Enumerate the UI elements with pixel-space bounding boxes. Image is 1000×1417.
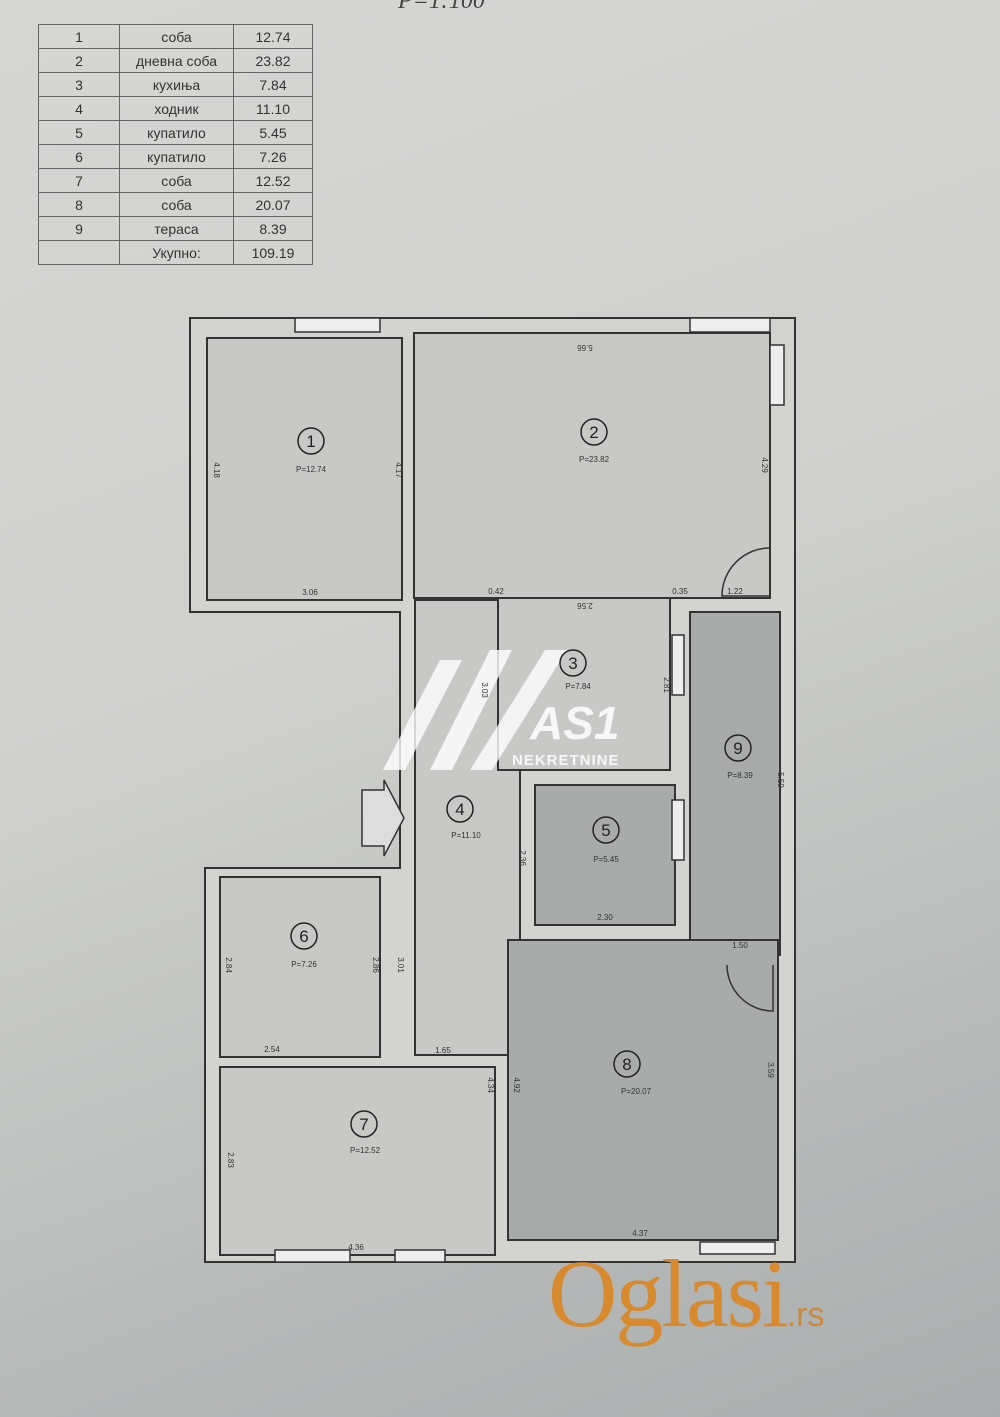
dimension-label: 3.03 [480, 682, 489, 698]
window [671, 799, 685, 861]
watermark-logo-mark [383, 650, 567, 770]
room-number: 6 [299, 927, 308, 946]
dimension-label: 0.42 [488, 587, 504, 596]
door-swing [726, 964, 774, 1012]
dimension-label: 5.59 [776, 772, 785, 788]
room-2 [413, 332, 771, 599]
room-area-label: P=7.84 [565, 682, 591, 691]
dimension-label: 3.06 [302, 588, 318, 597]
dimension-label: 2.81 [662, 677, 671, 693]
room-number: 1 [306, 432, 315, 451]
window [394, 1249, 446, 1263]
logo-tld: .rs [786, 1296, 825, 1334]
scale-label: P=1:100 [398, 0, 485, 14]
dimension-label: 0.35 [672, 587, 688, 596]
dimension-label: 4.17 [394, 462, 403, 478]
room-number-circle [290, 922, 318, 950]
room-number: 3 [568, 654, 577, 673]
dimension-label: 2.36 [518, 850, 527, 866]
dimension-label: 1.65 [435, 1046, 451, 1055]
door-swing [721, 547, 771, 597]
room-number-circle [559, 649, 587, 677]
room-area-label: P=7.26 [291, 960, 317, 969]
dimension-label: 4.29 [760, 457, 769, 473]
room-number: 8 [622, 1055, 631, 1074]
room-number-circle [613, 1050, 641, 1078]
oglasi-logo: Oglasi.rs [548, 1246, 824, 1342]
dimension-label: 3.01 [396, 957, 405, 973]
room-area-label: P=23.82 [579, 455, 610, 464]
dimension-label: 2.54 [264, 1045, 280, 1054]
room-9 [689, 611, 781, 956]
room-number: 2 [589, 423, 598, 442]
room-area-label: P=12.52 [350, 1146, 381, 1155]
dimension-label: 1.22 [727, 587, 743, 596]
entrance-arrow-icon [361, 779, 405, 857]
room-number-circle [446, 795, 474, 823]
window [699, 1241, 776, 1255]
dimension-label: 2.56 [577, 601, 593, 610]
dimension-label: 2.84 [224, 957, 233, 973]
dimension-label: 4.18 [212, 462, 221, 478]
dimension-label: 4.37 [632, 1229, 648, 1238]
room-area-label: P=5.45 [593, 855, 619, 864]
room-7 [219, 1066, 496, 1256]
room-1 [206, 337, 403, 601]
room-number: 4 [455, 800, 464, 819]
dimension-label: 2.86 [371, 957, 380, 973]
window [671, 634, 685, 696]
room-number: 5 [601, 821, 610, 840]
room-number: 7 [359, 1115, 368, 1134]
table-total-row: Укупно:109.19 [38, 240, 313, 265]
room-number-circle [297, 427, 325, 455]
dimension-label: 2.83 [226, 1152, 235, 1168]
room-8 [507, 939, 779, 1241]
window [274, 1249, 351, 1263]
dimension-label: 4.34 [486, 1077, 495, 1093]
room-area-label: P=12.74 [296, 465, 327, 474]
dimension-label: 3.59 [766, 1062, 775, 1078]
window [689, 317, 771, 333]
dimension-label: 4.92 [512, 1077, 521, 1093]
room-number-circle [592, 816, 620, 844]
window [294, 317, 381, 333]
room-5 [534, 784, 676, 926]
room-6 [219, 876, 381, 1058]
room-area-label: P=11.10 [451, 831, 481, 840]
dimension-label: 5.66 [577, 343, 593, 352]
dimension-label: 4.36 [348, 1243, 364, 1252]
room-area-label: P=20.07 [621, 1087, 652, 1096]
room-number-circle [724, 734, 752, 762]
room-number-circle [350, 1110, 378, 1138]
room-area-label: P=8.39 [727, 771, 753, 780]
dimension-label: 2.30 [597, 913, 613, 922]
logo-main: Oglasi [548, 1240, 789, 1347]
window [769, 344, 785, 406]
dimension-label: 1.50 [732, 941, 748, 950]
room-number-circle [580, 418, 608, 446]
room-number: 9 [733, 739, 742, 758]
